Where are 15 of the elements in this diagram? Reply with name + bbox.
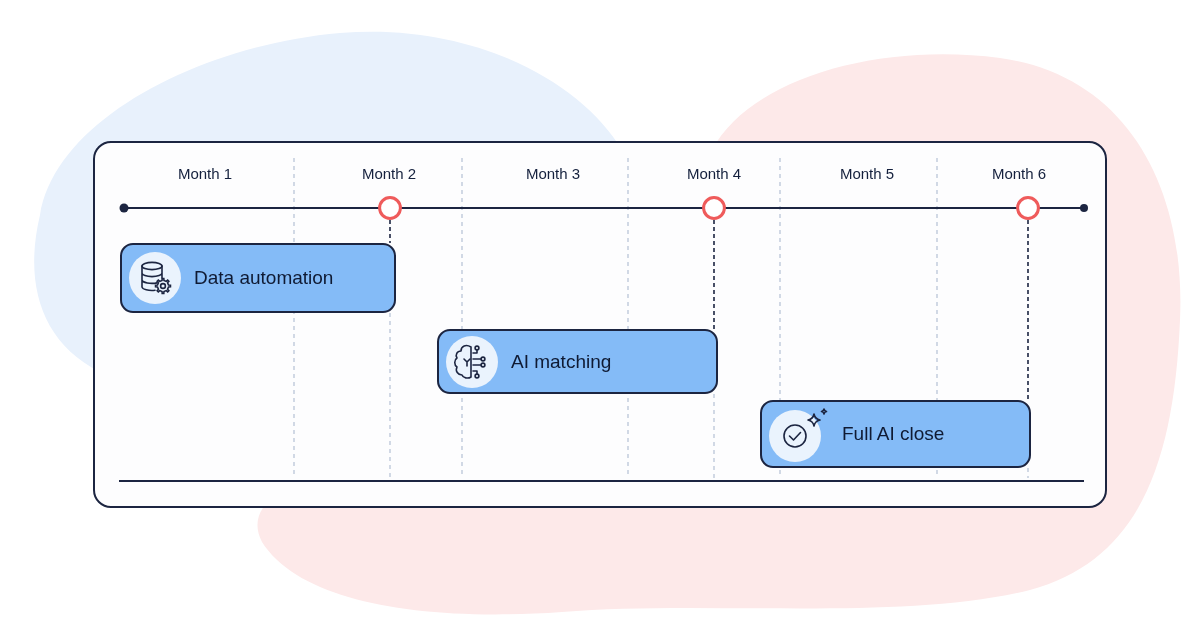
task-bar <box>760 400 1031 468</box>
month-label: Month 1 <box>177 165 233 183</box>
month-label: Month 4 <box>686 165 742 183</box>
task-bar <box>120 243 396 313</box>
task-label: Full AI close <box>842 423 945 445</box>
connector-line <box>1027 219 1029 401</box>
task-label: AI matching <box>511 350 612 373</box>
connector-line <box>389 219 391 244</box>
month-label: Month 2 <box>361 165 417 183</box>
month-label: Month 6 <box>991 165 1047 183</box>
task-label: Data automation <box>194 267 334 289</box>
connector-line <box>713 219 715 330</box>
month-label: Month 3 <box>525 165 581 183</box>
task-bar <box>437 329 718 394</box>
month-label: Month 5 <box>839 165 895 183</box>
